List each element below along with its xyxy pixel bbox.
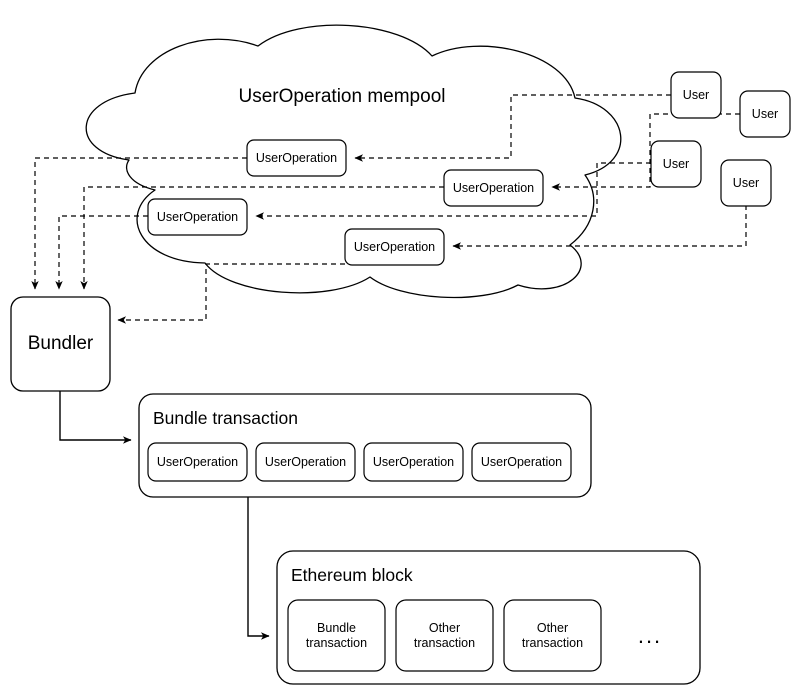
user-box-2[interactable] xyxy=(740,91,790,137)
user-box-4[interactable] xyxy=(721,160,771,206)
edge-user4-to-userop4 xyxy=(452,205,747,250)
edge-bundle-transaction-to-ethereum-block xyxy=(247,497,270,640)
mempool-userop-3-shape xyxy=(147,198,248,236)
mempool-userop-4[interactable] xyxy=(345,229,444,265)
mempool-userop-4-shape xyxy=(344,228,445,266)
bundle-userop-1[interactable] xyxy=(148,443,247,481)
user-box-4-shape xyxy=(720,159,772,207)
block-transaction-1[interactable] xyxy=(288,600,385,671)
edge-userop4-to-bundler xyxy=(117,263,345,324)
bundler-node[interactable] xyxy=(11,297,110,391)
user-box-3[interactable] xyxy=(651,141,701,187)
block-transaction-2[interactable] xyxy=(396,600,493,671)
mempool-userop-3[interactable] xyxy=(148,199,247,235)
block-transaction-3[interactable] xyxy=(504,600,601,671)
mempool-userop-1-shape xyxy=(246,139,347,177)
edge-userop3-to-bundler xyxy=(55,215,148,290)
user-box-2-shape xyxy=(739,90,791,138)
user-box-1[interactable] xyxy=(671,72,721,118)
edge-bundler-to-bundle-transaction xyxy=(59,391,132,444)
edge-userop2-to-bundler xyxy=(80,186,444,290)
mempool-userop-1[interactable] xyxy=(247,140,346,176)
edge-user3-to-userop3 xyxy=(255,162,651,220)
edge-user1-to-userop1 xyxy=(354,94,671,162)
edge-userop1-to-bundler xyxy=(31,157,247,290)
bundle-userop-4[interactable] xyxy=(472,443,571,481)
mempool-userop-2[interactable] xyxy=(444,170,543,206)
bundle-userop-3[interactable] xyxy=(364,443,463,481)
bundle-userop-2[interactable] xyxy=(256,443,355,481)
user-box-3-shape xyxy=(650,140,702,188)
ethereum-block-box-shape xyxy=(276,550,701,685)
user-box-1-shape xyxy=(670,71,722,119)
bundle-transaction-box-shape xyxy=(138,393,592,498)
mempool-userop-2-shape xyxy=(443,169,544,207)
bundler-box-shape xyxy=(10,296,111,392)
